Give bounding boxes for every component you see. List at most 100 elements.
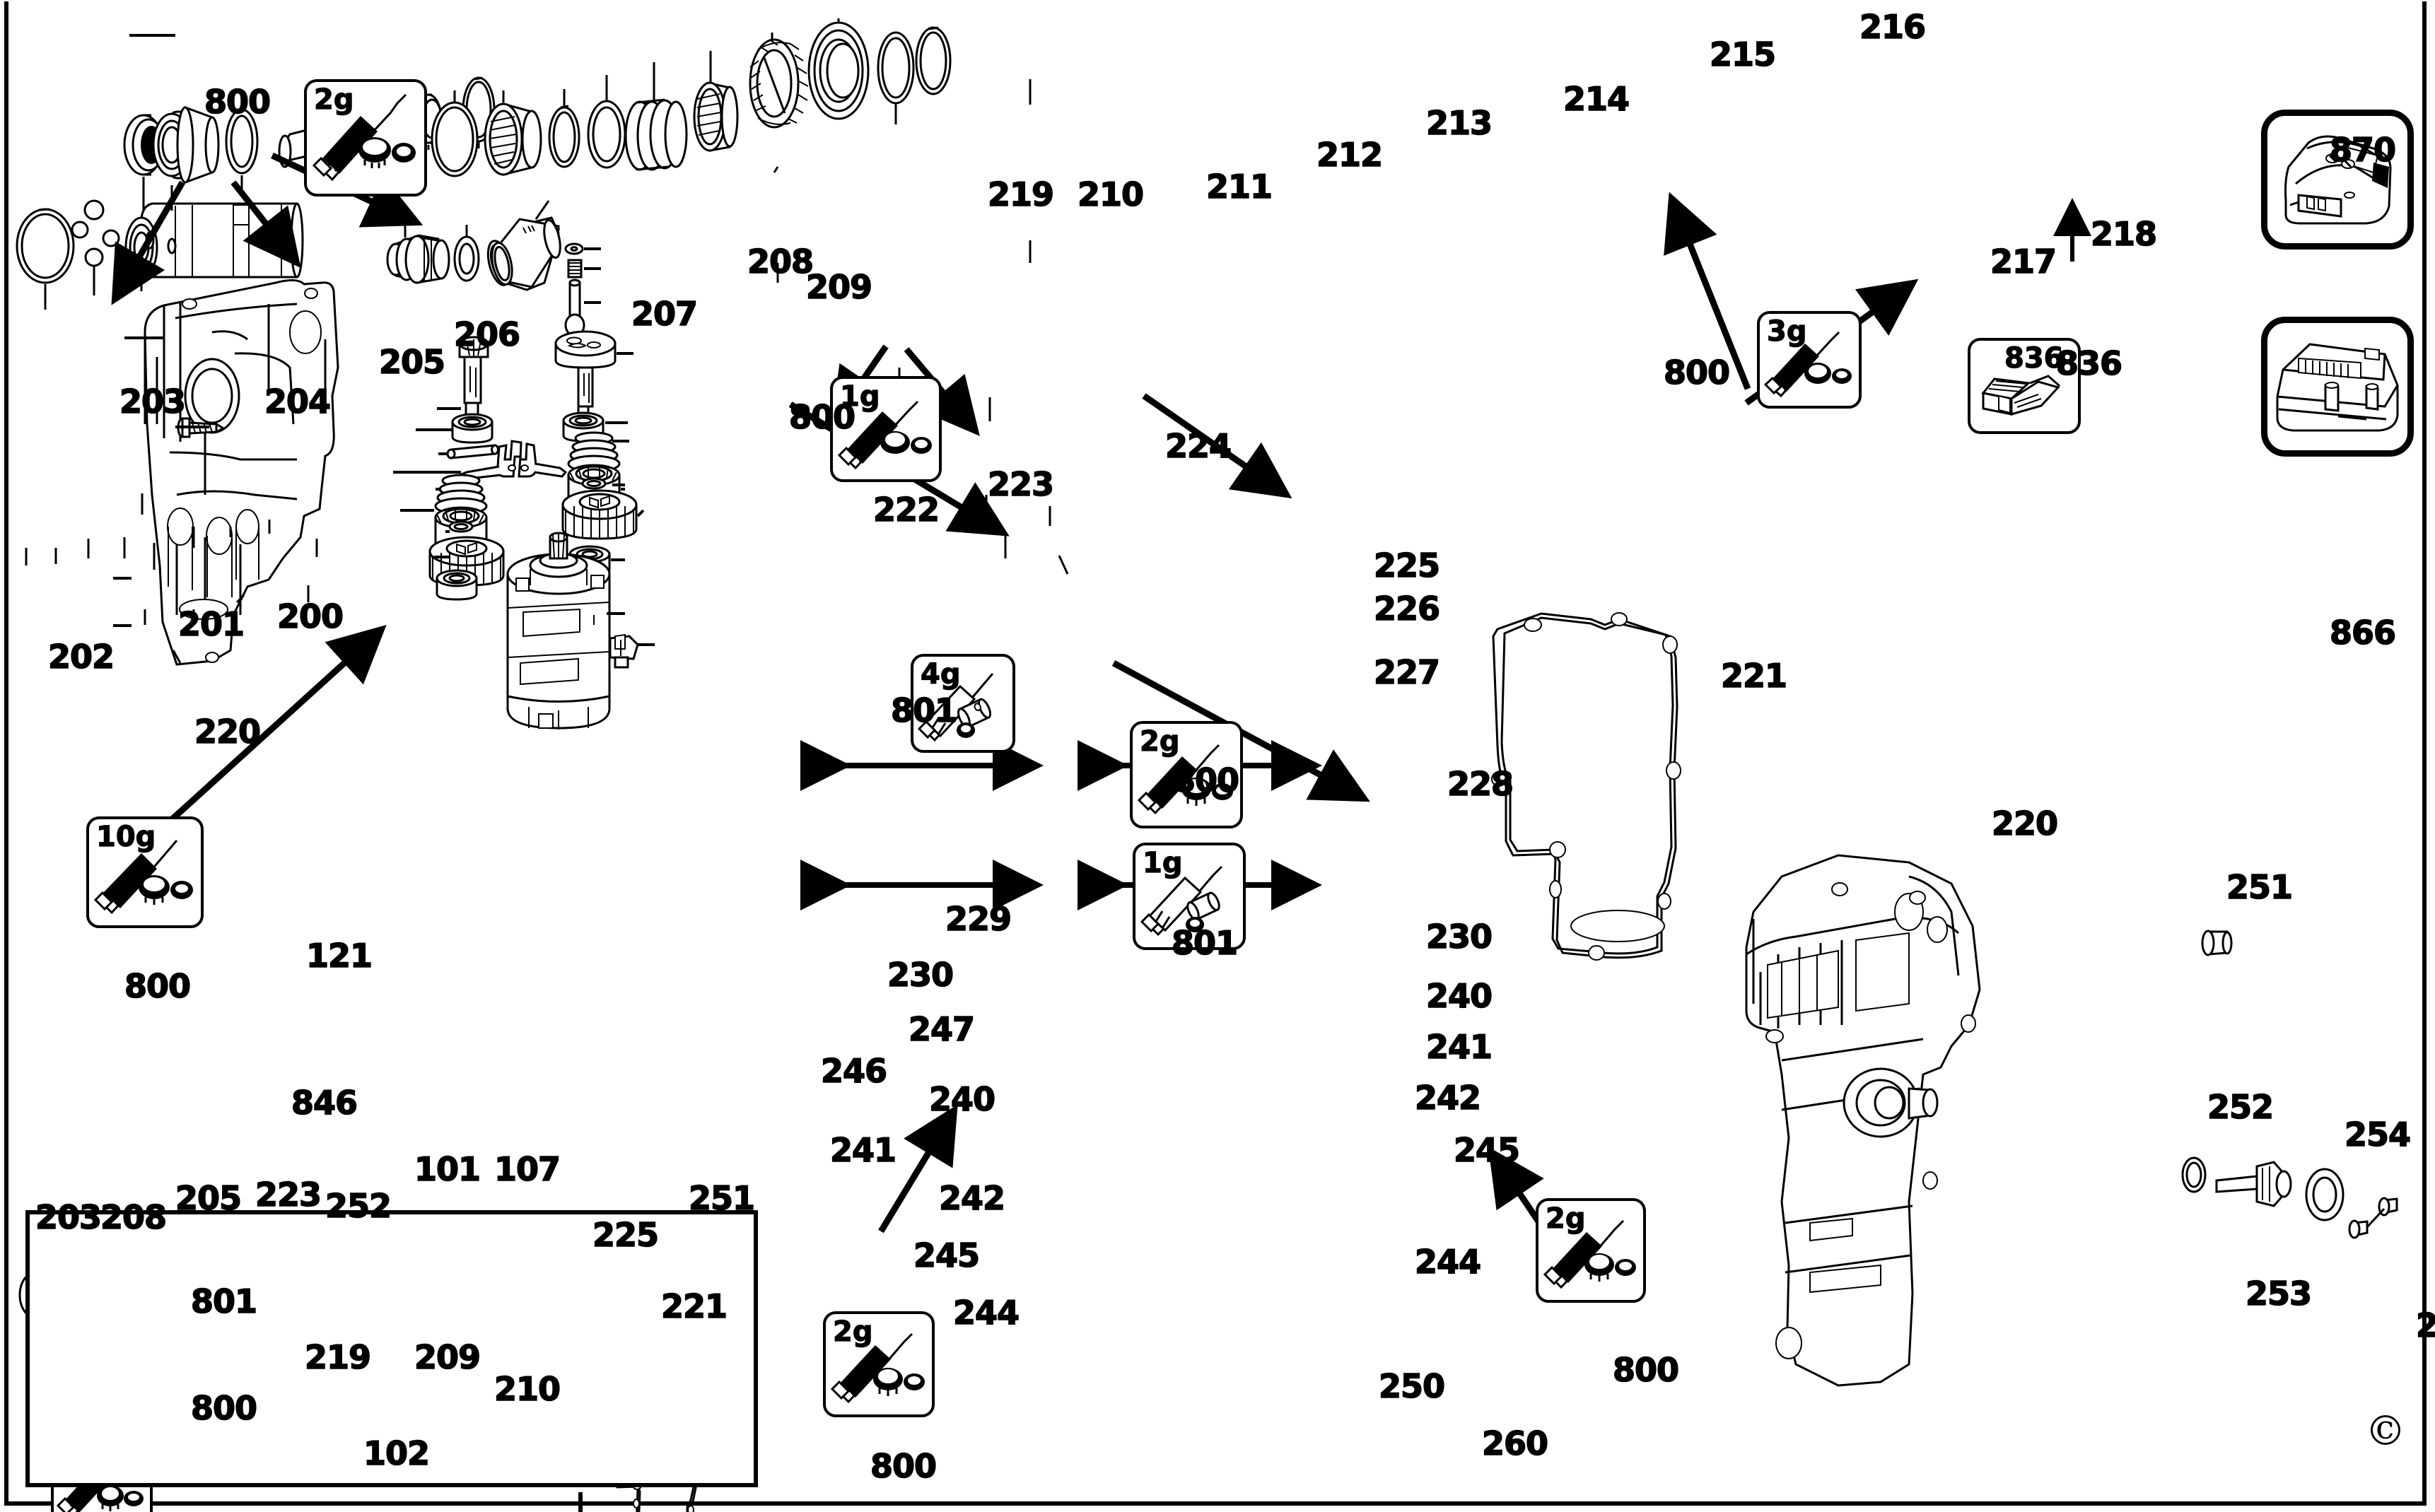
part-229-pinion-shaft (458, 336, 489, 426)
part-label-250-62: 250 (1378, 1366, 1446, 1406)
part-label-244-54: 244 (1414, 1242, 1482, 1282)
part-label-800-32: 800 (788, 397, 856, 437)
part-label-225-82: 225 (592, 1215, 660, 1255)
part-215-clutch-ring (749, 38, 809, 129)
grease-callout-1g-230[interactable]: 1g (1133, 843, 1246, 950)
part-242-washer-left (448, 520, 474, 533)
icon-box-870-battery[interactable] (2261, 110, 2414, 250)
part-label-247-55: 247 (908, 1009, 976, 1049)
grease-callout-2g-245-right[interactable]: 2g (1536, 1198, 1646, 1303)
part-210-needle-bearing (484, 102, 542, 176)
part-214-race (693, 81, 739, 152)
grease-amount-label: 2g (313, 83, 354, 116)
part-211-ring (548, 105, 580, 168)
part-251-sleeve (2201, 930, 2233, 956)
part-label-800-85: 800 (190, 1388, 258, 1428)
part-245-gear-right (561, 489, 638, 540)
part-212-washer (587, 100, 626, 169)
part-230-bearing-left (451, 413, 494, 444)
part-label-207-6: 207 (631, 294, 699, 334)
part-255-screws (2348, 1197, 2398, 1239)
part-label-213-21: 213 (1425, 103, 1493, 143)
part-label-208-76: 208 (100, 1197, 168, 1237)
grease-amount-label: 1g (1142, 846, 1183, 879)
part-label-801-48: 801 (1171, 923, 1239, 963)
part-label-230-46: 230 (1425, 917, 1493, 956)
part-201-balls (71, 199, 120, 267)
part-250-motor (506, 532, 611, 729)
grease-callout-10g-220[interactable]: 10g (86, 816, 204, 928)
part-260-connector (609, 633, 639, 669)
part-label-209-87: 209 (414, 1337, 481, 1377)
part-label-209-8: 209 (805, 267, 873, 307)
part-label-107-81: 107 (494, 1149, 561, 1189)
part-216-bearing (807, 21, 870, 120)
part-label-224-36: 224 (1164, 426, 1232, 466)
part-222-chuck (386, 234, 450, 284)
part-label-800-65: 800 (870, 1446, 938, 1486)
part-label-870-30: 870 (2329, 130, 2397, 170)
part-label-215-23: 215 (1709, 35, 1777, 74)
part-204-sleeve (152, 105, 220, 184)
grease-amount-label: 2g (832, 1315, 873, 1348)
part-label-254-73: 254 (2344, 1115, 2412, 1154)
part-221-gasket (1491, 612, 1681, 961)
part-label-800-14: 800 (124, 966, 192, 1006)
grease-callout-4g-224[interactable]: 4g (911, 654, 1015, 753)
part-225-washer (564, 242, 584, 255)
battery-charger-icon (2276, 343, 2399, 432)
grease-gun-icon (1543, 1219, 1636, 1289)
icon-box-836[interactable]: 836 (1968, 338, 2081, 434)
icon-box-866-charger[interactable] (2261, 317, 2414, 457)
part-253-switch-shaft (2215, 1161, 2292, 1207)
part-label-223-35: 223 (987, 464, 1055, 504)
grease-callout-2g-245-left[interactable]: 2g (823, 1311, 935, 1417)
part-label-208-7: 208 (747, 242, 814, 281)
part-label-211-19: 211 (1205, 167, 1273, 206)
grease-gun-icon (917, 673, 994, 742)
part-label-800-27: 800 (1663, 353, 1731, 392)
grease-gun-icon (837, 400, 932, 470)
grease-callout-2g-228[interactable]: 2g (1130, 721, 1243, 828)
part-label-241-51: 241 (1425, 1027, 1493, 1067)
part-label-220-69: 220 (1991, 804, 2059, 843)
part-label-240-50: 240 (1425, 976, 1493, 1016)
part-218-snapring (915, 26, 952, 95)
ref-836-label: 836 (2004, 341, 2064, 375)
part-label-241-58: 241 (829, 1130, 897, 1170)
part-213-spring (624, 98, 688, 171)
grease-callout-2g-200[interactable]: 2g (304, 79, 427, 197)
part-label-222-34: 222 (872, 490, 940, 529)
grease-gun-icon (93, 840, 193, 915)
part-label-218-26: 218 (2090, 214, 2158, 254)
part-label-214-22: 214 (1563, 79, 1630, 119)
part-label-801-40: 801 (890, 691, 958, 730)
part-label-846-16: 846 (291, 1083, 358, 1123)
grease-gun-icon (312, 93, 416, 182)
page-border (4, 1, 2427, 1506)
part-label-836-29: 836 (2055, 344, 2123, 383)
part-label-229-45: 229 (945, 899, 1012, 939)
part-label-252-79: 252 (325, 1186, 392, 1226)
part-label-205-77: 205 (175, 1178, 243, 1218)
part-224-hammer-case (486, 216, 561, 291)
assembly-arrows-double (800, 740, 1322, 910)
part-label-225-37: 225 (1373, 546, 1441, 585)
part-label-242-52: 242 (1414, 1078, 1482, 1118)
grease-gun-icon (1137, 744, 1233, 815)
part-label-205-4: 205 (378, 342, 446, 382)
grease-callout-3g-215[interactable]: 3g (1757, 311, 1862, 409)
part-223-washer (453, 235, 480, 282)
part-label-212-20: 212 (1316, 135, 1384, 175)
grease-callout-1g-222[interactable]: 1g (830, 376, 942, 482)
grease-amount-label: 1g (839, 380, 880, 413)
part-219-oring (431, 101, 479, 177)
part-247-pin (446, 444, 499, 459)
part-254-washer (2305, 1168, 2345, 1221)
terminal-block-icon (1981, 375, 2060, 416)
part-label-204-3: 204 (264, 382, 332, 421)
part-label-800-67: 800 (1612, 1350, 1680, 1390)
grease-amount-label: 2g (1545, 1202, 1586, 1235)
